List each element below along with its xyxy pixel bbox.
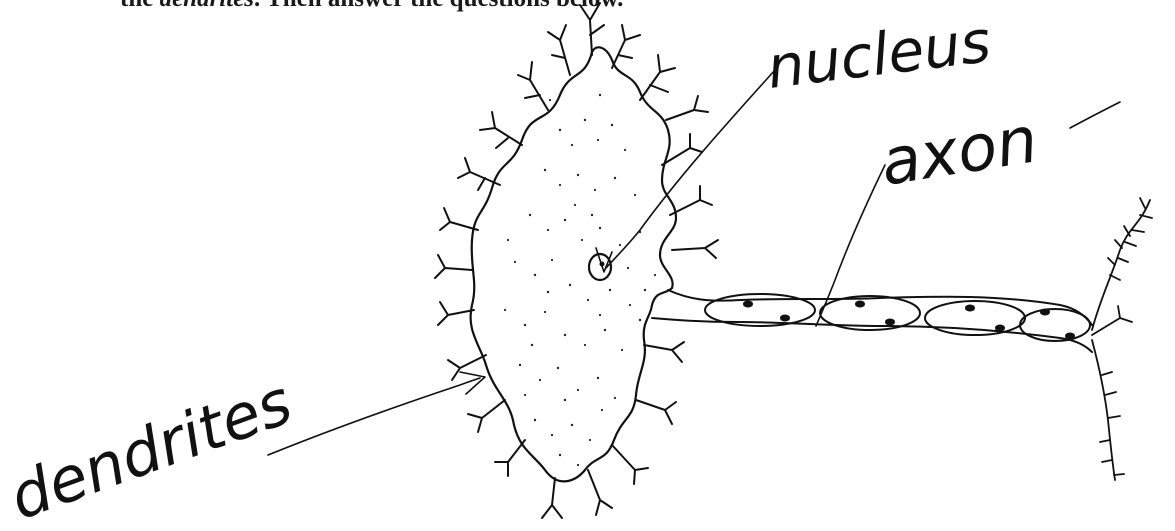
axon-terminals <box>1092 198 1152 480</box>
dendrite-branches <box>435 3 718 518</box>
cell-body <box>471 47 676 481</box>
axon-leader-line <box>816 165 885 326</box>
dendrites-leader-line <box>268 378 480 455</box>
nucleus-leader-line <box>606 70 775 268</box>
dendrites-label: dendrites <box>0 365 301 531</box>
axon-label: axon <box>876 103 1042 201</box>
nucleus-arrowhead <box>596 248 612 272</box>
nucleus-label: nucleus <box>763 7 994 102</box>
axon-body <box>652 290 1092 352</box>
axon-underline-flourish <box>1070 102 1120 128</box>
